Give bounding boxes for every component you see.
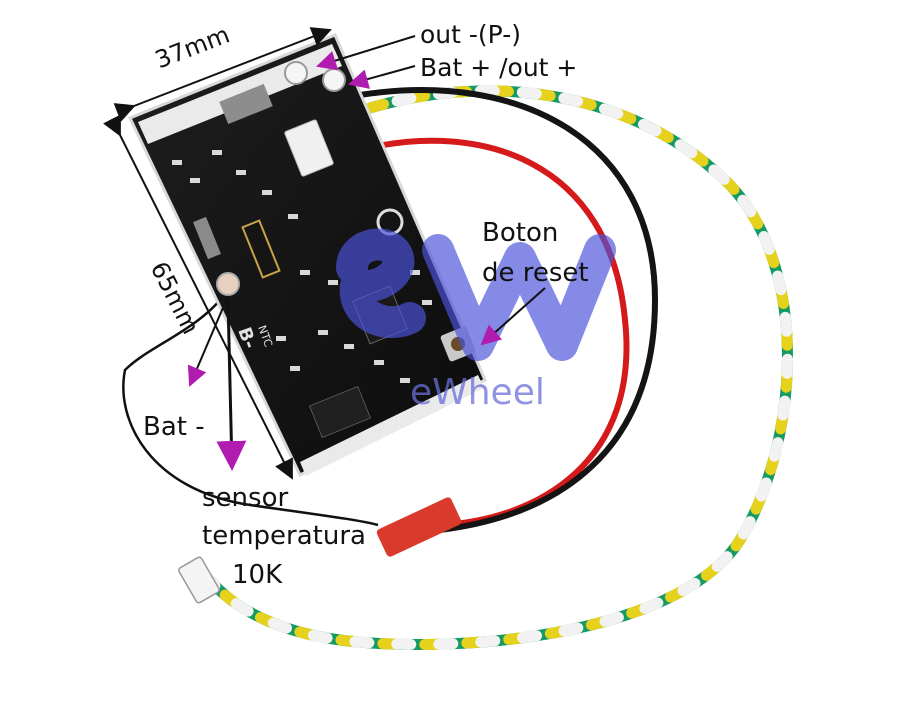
out-minus-label: out -(P-) [420, 20, 521, 49]
watermark-text: eWheel [410, 372, 545, 413]
bat-plus-label: Bat + /out + [420, 53, 578, 82]
sensor-label-line2: temperatura [202, 521, 366, 551]
red-power-connector [376, 497, 462, 557]
sensor-label-line1: sensor [202, 483, 289, 513]
watermark-logo [336, 228, 616, 361]
reset-button-label-line1: Boton [482, 218, 559, 248]
callout-arrows [187, 35, 546, 471]
black-wire [359, 87, 659, 533]
bat-minus-label: Bat - [143, 412, 205, 442]
reset-button-label-line2: de reset [482, 258, 589, 288]
sensor-harness [204, 85, 793, 650]
harness-connector [178, 556, 220, 604]
width-dimension-line [113, 27, 332, 122]
length-dimension-line [102, 114, 293, 480]
sensor-label-line3: 10K [232, 560, 283, 590]
